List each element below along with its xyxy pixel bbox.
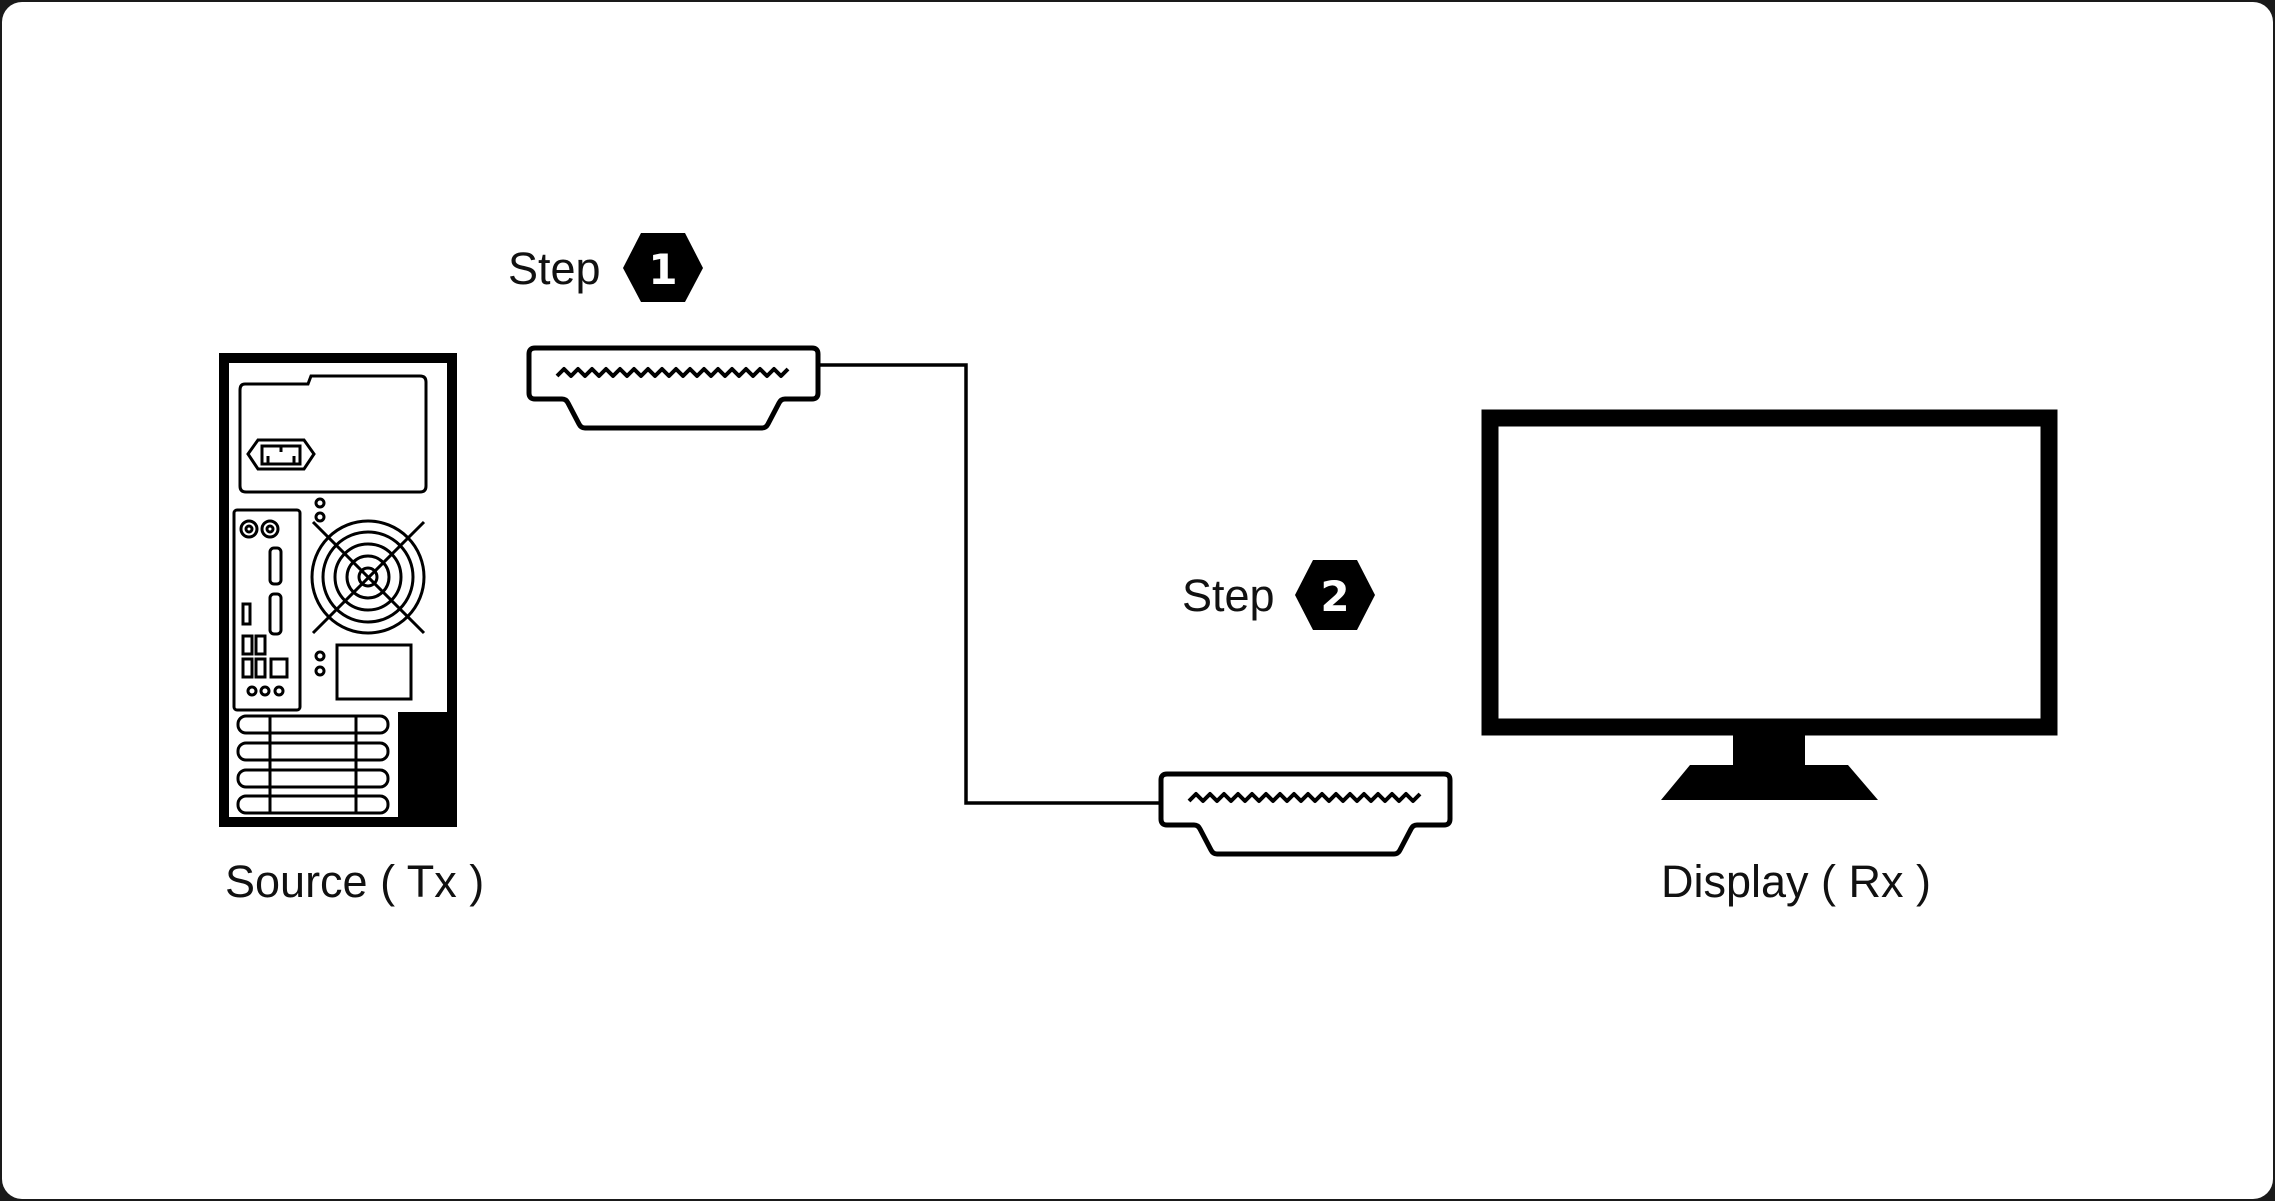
- display-label: Display ( Rx ): [1661, 856, 1931, 907]
- step-1-label: Step: [508, 243, 601, 294]
- fan-icon: [310, 519, 426, 635]
- hdmi-connector-icon: [526, 345, 821, 431]
- cable: [818, 363, 1161, 805]
- hdmi-connector-icon: [1158, 771, 1453, 857]
- source-label: Source ( Tx ): [225, 856, 484, 907]
- hexagon-icon: 2: [1295, 560, 1375, 630]
- hexagon-icon: 1: [623, 233, 703, 302]
- pc-tower-rear-icon: [219, 353, 457, 827]
- step-1-number: 1: [648, 245, 677, 294]
- step-2-label: Step: [1182, 570, 1275, 621]
- monitor-icon: [1481, 409, 2058, 800]
- power-inlet-icon: [246, 438, 316, 471]
- step-2-number: 2: [1320, 572, 1349, 621]
